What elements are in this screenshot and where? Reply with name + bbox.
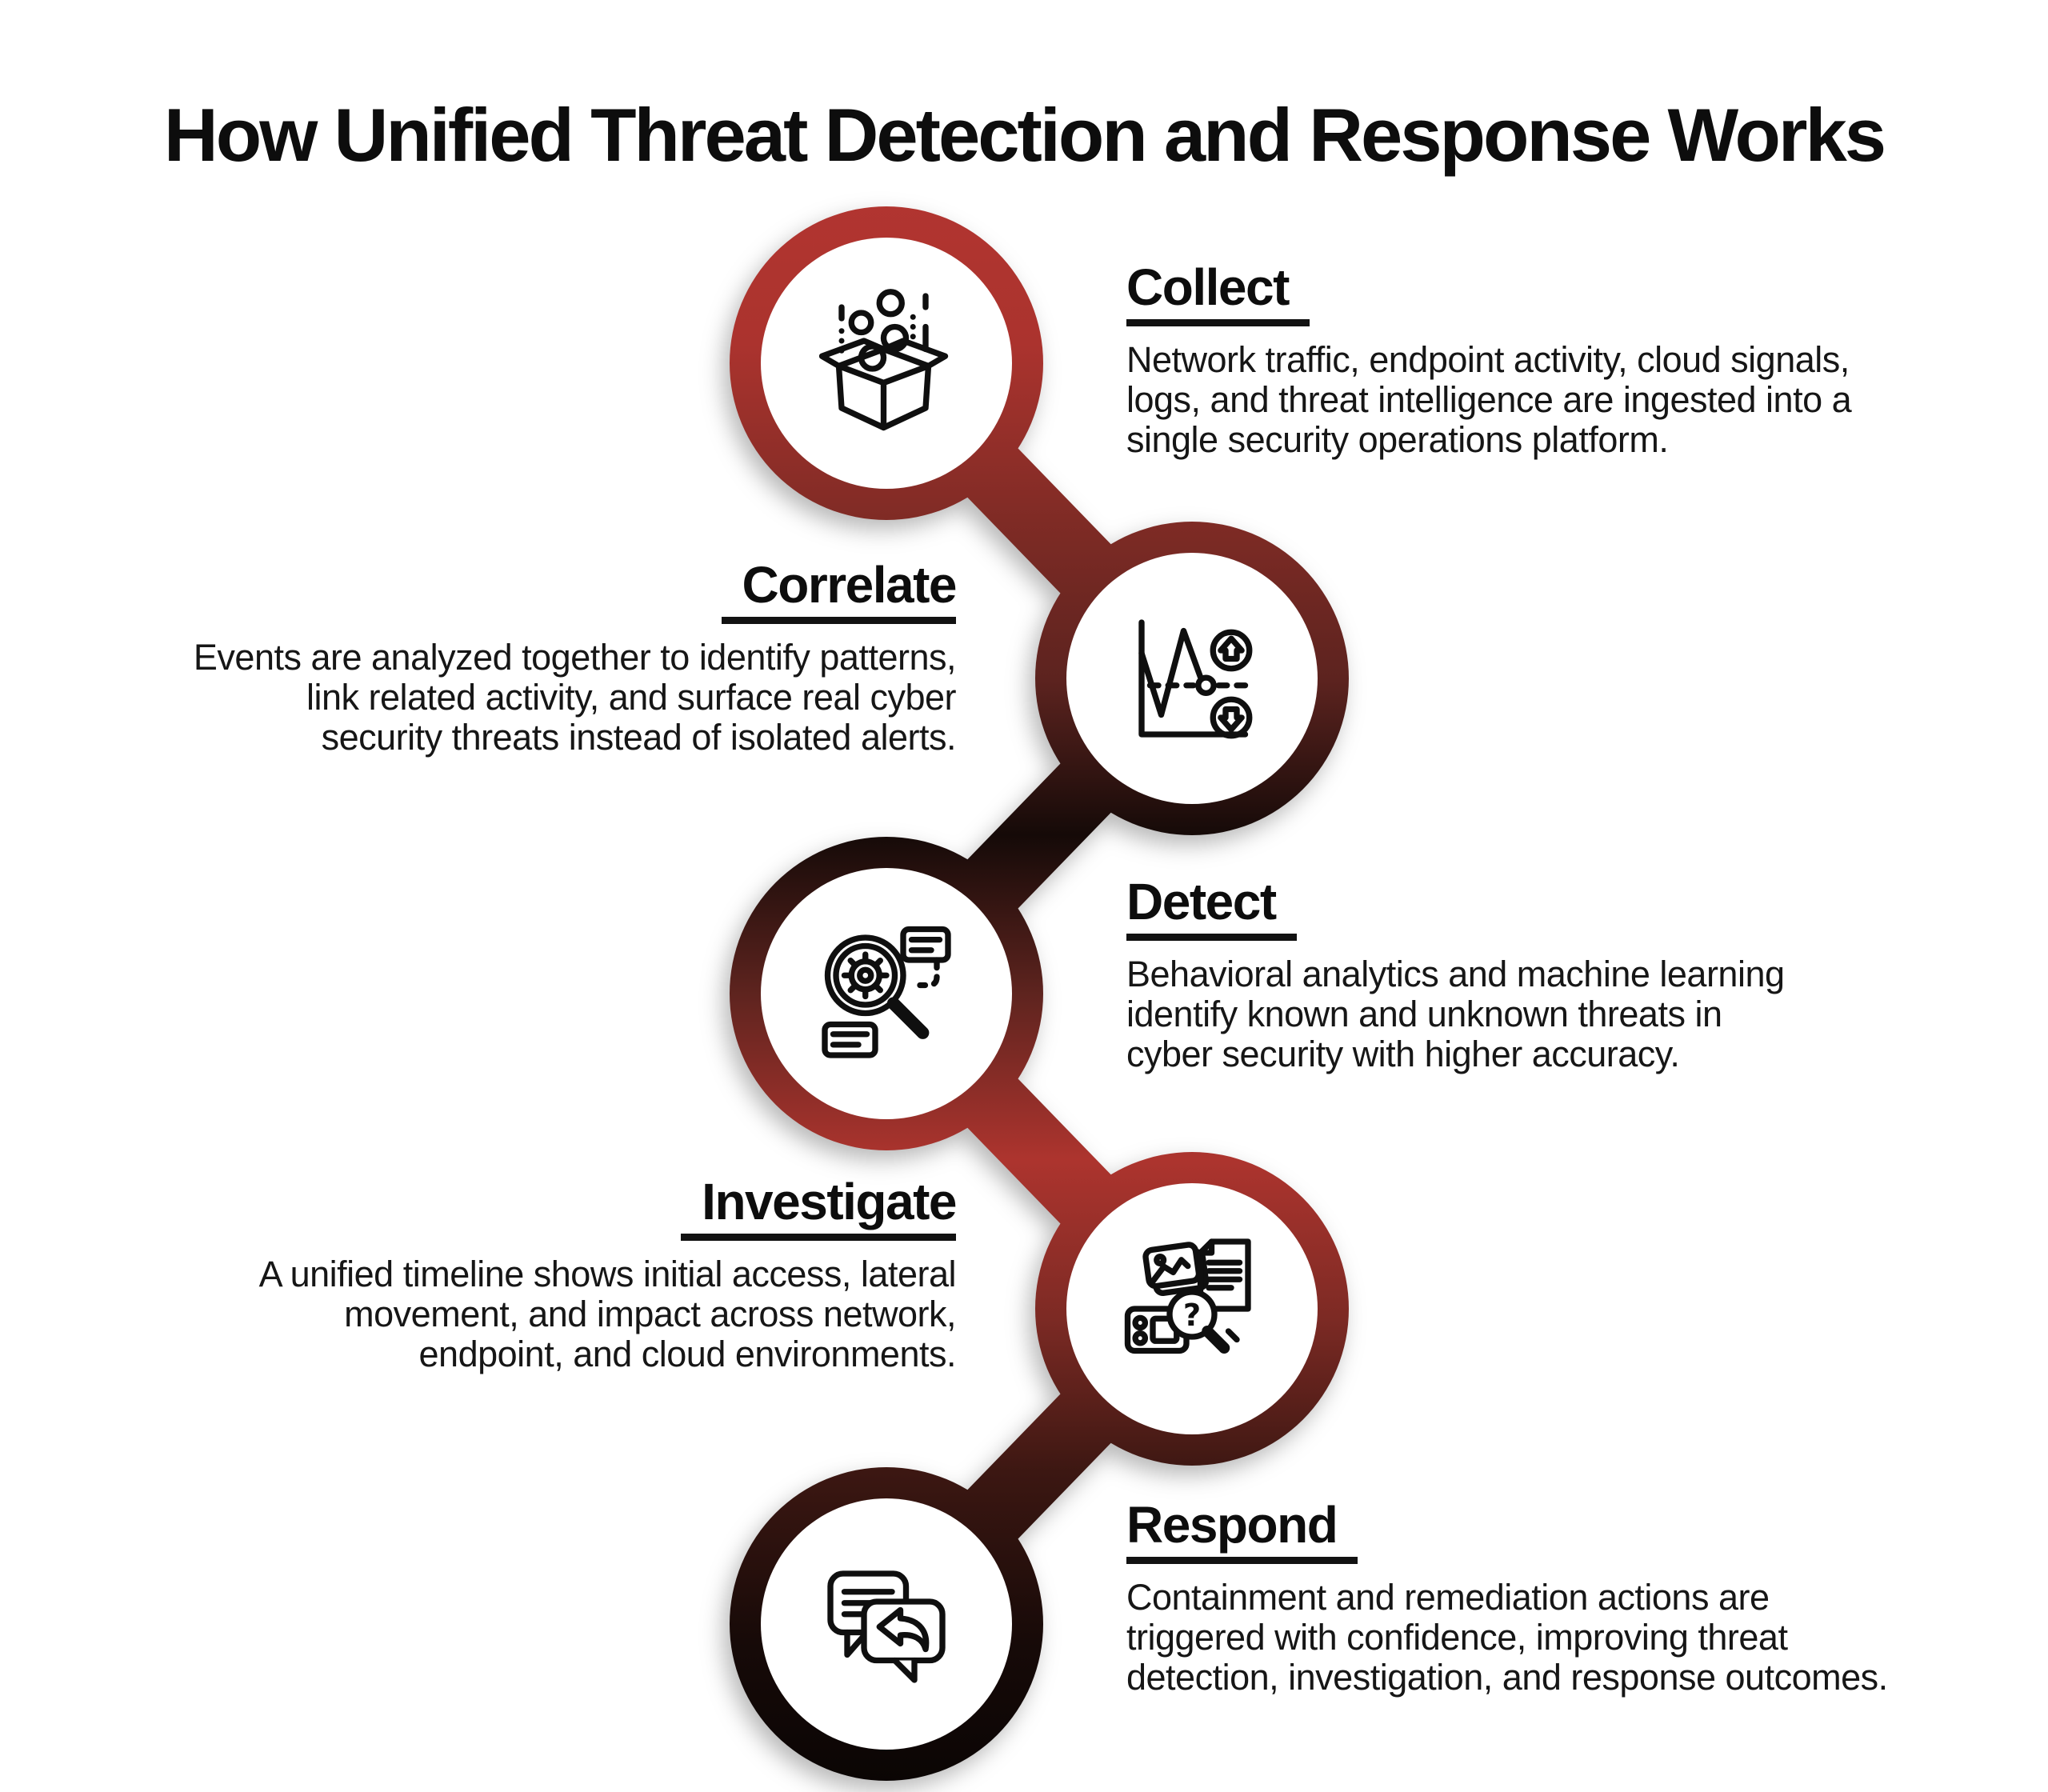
step-correlate-body: Events are analyzed together to identify… xyxy=(193,637,957,758)
evidence-search-question-icon: ? xyxy=(1124,1238,1251,1354)
step-investigate-body: A unified timeline shows initial access,… xyxy=(258,1254,957,1374)
chat-reply-icon xyxy=(827,1570,946,1683)
step-respond-text: Respond Containment and remediation acti… xyxy=(1126,1499,2022,1698)
step-correlate-text: Correlate Events are analyzed together t… xyxy=(0,559,958,758)
svg-text:?: ? xyxy=(1183,1298,1201,1334)
anomaly-chart-arrows-icon xyxy=(1138,619,1253,739)
step-collect-title: Collect xyxy=(1126,262,1310,326)
step-collect-body: Network traffic, endpoint activity, clou… xyxy=(1126,339,1852,460)
open-box-ingest-icon xyxy=(818,289,949,431)
magnifier-gear-icon xyxy=(822,926,951,1058)
step-respond-body: Containment and remediation actions are … xyxy=(1126,1577,1888,1698)
step-respond-title: Respond xyxy=(1126,1499,1358,1564)
step-detect-body: Behavioral analytics and machine learnin… xyxy=(1126,954,1785,1074)
step-collect-text: Collect Network traffic, endpoint activi… xyxy=(1126,262,2022,460)
page-title: How Unified Threat Detection and Respons… xyxy=(163,92,1886,177)
step-investigate-title: Investigate xyxy=(681,1176,957,1241)
step-correlate-title: Correlate xyxy=(721,559,957,624)
step-detect-title: Detect xyxy=(1126,876,1297,941)
step-detect-text: Detect Behavioral analytics and machine … xyxy=(1126,876,2022,1074)
step-investigate-text: Investigate A unified timeline shows ini… xyxy=(0,1176,958,1374)
